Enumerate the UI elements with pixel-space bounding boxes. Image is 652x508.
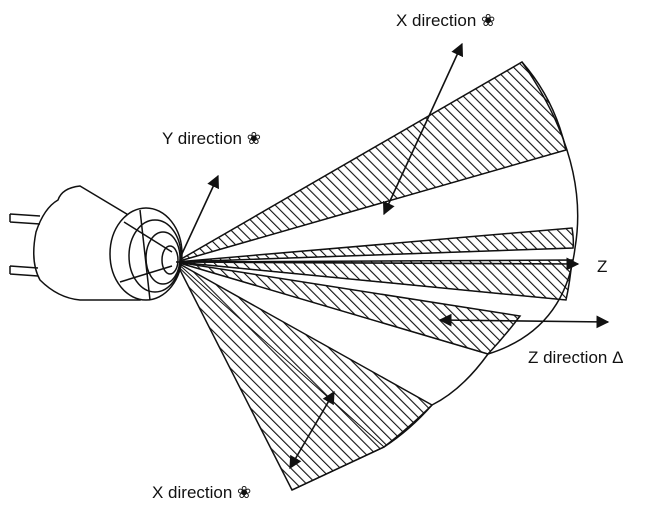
sensor-pin-top: [9, 213, 41, 225]
z-direction-arrow: [438, 313, 610, 329]
label-x-direction-bottom: X direction ❀: [152, 483, 251, 502]
z-axis-arrow: [175, 257, 580, 271]
radiation-lobes: [174, 61, 575, 491]
sensor-face-divider-3: [139, 209, 151, 301]
sensor-pin-bottom: [9, 265, 39, 277]
x-direction-arrow-top: [382, 42, 464, 216]
beam-outline-arc: [291, 61, 579, 491]
y-direction-arrow: [179, 174, 219, 259]
sensor-face-divider-2: [119, 265, 173, 283]
lobe-upper-middle: [175, 227, 575, 263]
label-y-direction: Y direction ❀: [162, 129, 261, 148]
label-z-direction: Z direction Δ: [528, 348, 623, 367]
label-z-axis: Z: [597, 257, 607, 276]
label-x-direction-top: X direction ❀: [396, 11, 495, 30]
lobe-upper: [175, 61, 567, 263]
direction-arrows: [175, 42, 610, 470]
sensor-face-divider-1: [123, 221, 173, 253]
sensor-housing: [33, 185, 183, 301]
sensor-pins: [9, 213, 41, 277]
beam-outline-edges: [175, 149, 574, 448]
x-direction-arrow-bottom: [289, 390, 335, 470]
sensor-face-ring-3: [161, 245, 179, 275]
